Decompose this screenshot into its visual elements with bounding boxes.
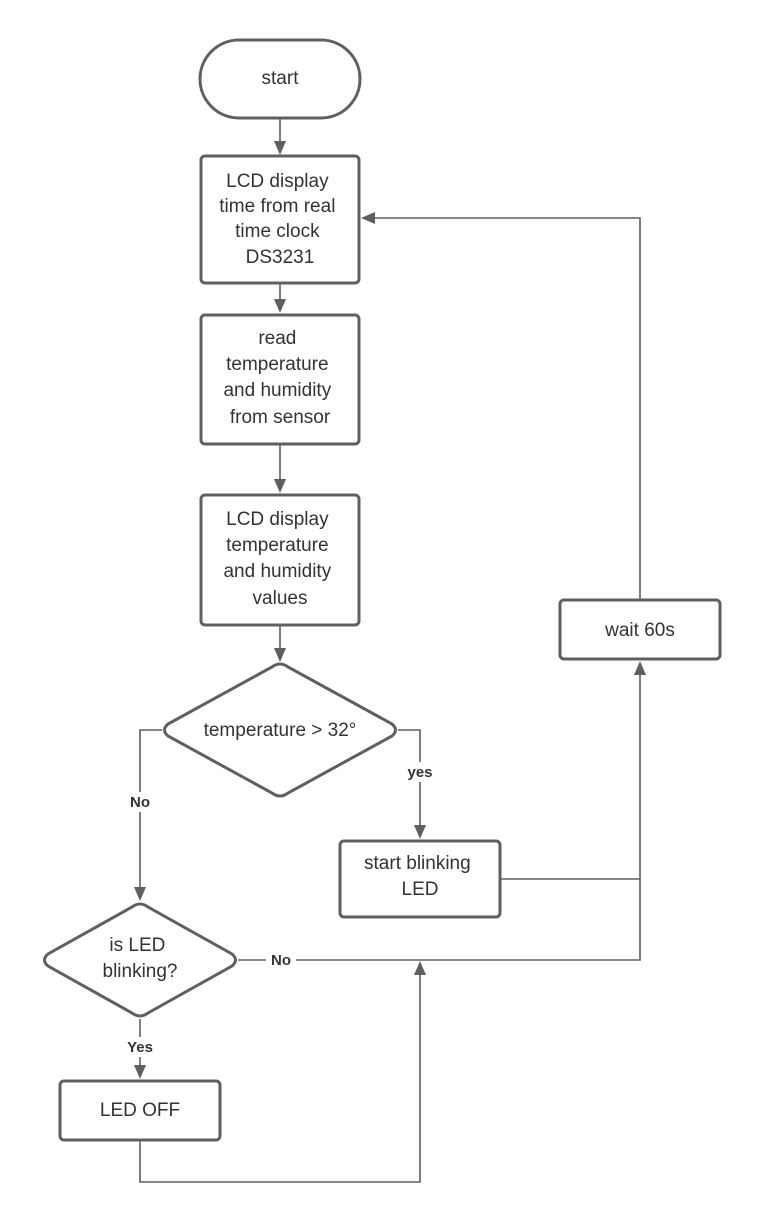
node-start: start — [198, 38, 362, 120]
edge-label-temp-no: No — [130, 794, 150, 811]
label-bg-led-no — [266, 950, 296, 970]
arrowhead-led-off — [134, 1065, 146, 1079]
label-bg-temp-yes — [404, 762, 436, 782]
edge-label-led-yes: Yes — [127, 1039, 153, 1056]
edge-label-temp-yes: yes — [407, 764, 432, 781]
lcd-time-process-shape — [199, 154, 361, 285]
wait-label: wait 60s — [604, 620, 675, 641]
start-blinking-label: start blinking LED — [364, 853, 476, 900]
edge-led-off-to-merge — [139, 973, 421, 1183]
node-start-blinking: start blinking LED — [338, 839, 502, 919]
edge-label-led-no: No — [271, 952, 291, 969]
lcd-values-process-shape — [199, 493, 361, 627]
led-decision-label: is LED blinking? — [103, 935, 178, 982]
arrowhead-lcd-time — [274, 141, 286, 155]
start-label: start — [262, 68, 300, 89]
arrowhead-start-blinking — [414, 825, 426, 839]
arrowhead-loop-back — [361, 212, 375, 224]
arrowhead-wait — [634, 661, 646, 675]
lcd-values-label: LCD display temperature and humidity val… — [223, 509, 336, 609]
edge-led-no — [238, 879, 641, 961]
node-led-decision: is LED blinking? — [43, 902, 237, 1018]
read-sensor-label: read temperature and humidity from senso… — [223, 328, 336, 428]
edge-labels: yes No Yes No — [122, 762, 436, 1057]
node-wait: wait 60s — [558, 598, 722, 661]
node-read-sensor: read temperature and humidity from senso… — [199, 313, 361, 446]
read-sensor-process-shape — [199, 313, 361, 446]
arrowhead-merge — [414, 961, 426, 975]
arrowhead-led-decision — [134, 887, 146, 901]
led-decision-diamond — [43, 902, 237, 1018]
start-terminal-shape — [198, 38, 362, 120]
arrowhead-temp-decision — [274, 648, 286, 662]
arrowhead-lcd-values — [274, 479, 286, 493]
wait-process-shape — [558, 598, 722, 661]
label-bg-temp-no — [126, 792, 154, 812]
node-led-off: LED OFF — [58, 1079, 222, 1142]
label-bg-led-yes — [122, 1037, 158, 1057]
temp-decision-label: temperature > 32° — [204, 720, 357, 741]
arrowhead-read-sensor — [274, 299, 286, 313]
node-lcd-time: LCD display time from real time clock DS… — [199, 154, 361, 285]
lcd-time-label: LCD display time from real time clock DS… — [219, 171, 340, 268]
led-off-process-shape — [58, 1079, 222, 1142]
temp-decision-diamond — [163, 662, 397, 798]
edges — [134, 118, 646, 1183]
node-temp-decision: temperature > 32° — [163, 662, 397, 798]
edge-temp-yes — [398, 729, 421, 828]
led-off-label: LED OFF — [100, 1100, 180, 1121]
edge-wait-to-lcd-time — [373, 217, 641, 600]
edge-temp-no — [139, 729, 162, 890]
edge-blinking-to-wait — [500, 672, 641, 880]
start-blinking-process-shape — [338, 839, 502, 919]
node-lcd-values: LCD display temperature and humidity val… — [199, 493, 361, 627]
